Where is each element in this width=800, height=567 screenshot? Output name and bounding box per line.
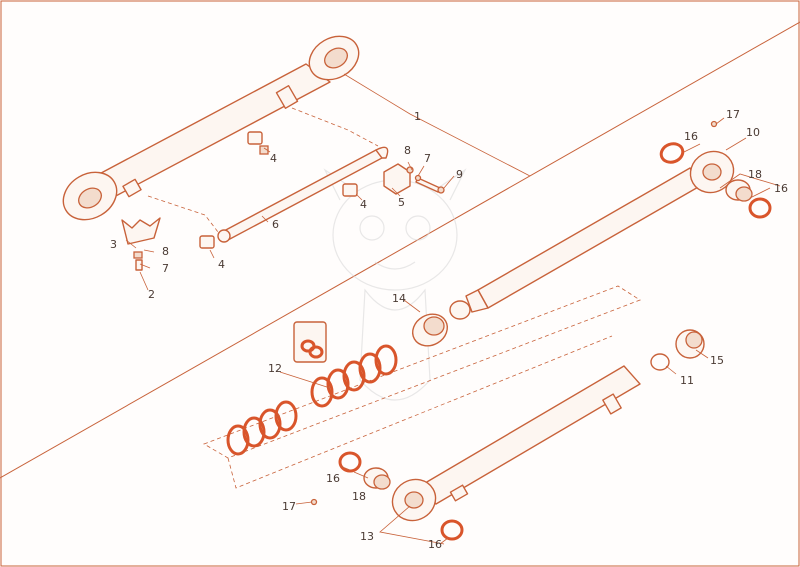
bushing-18-top xyxy=(725,179,753,202)
seal-ring-16-a xyxy=(659,142,685,164)
callout-16-b: 16 xyxy=(774,182,788,195)
callout-3: 3 xyxy=(110,238,117,251)
callout-4-b: 4 xyxy=(360,198,367,211)
callout-4-a: 4 xyxy=(270,152,277,165)
grease-nipple-17-top xyxy=(710,120,718,128)
callout-18-a: 18 xyxy=(748,168,762,181)
bushing-18-bottom xyxy=(363,467,391,490)
callout-8-a: 8 xyxy=(404,144,411,157)
lower-base-port xyxy=(449,484,469,502)
callout-16-c: 16 xyxy=(326,472,340,485)
callout-17-b: 17 xyxy=(282,500,296,513)
grease-nipple-17-bottom xyxy=(310,498,318,506)
seal-kit-bag xyxy=(293,321,327,363)
hydraulic-tube-6 xyxy=(217,146,389,243)
callout-5: 5 xyxy=(398,196,405,209)
upper-rod-port xyxy=(275,85,299,109)
rod-thread xyxy=(465,289,489,313)
section-divider xyxy=(0,21,800,479)
callout-8-b: 8 xyxy=(162,245,169,258)
upper-base-port xyxy=(122,178,142,198)
callout-1: 1 xyxy=(414,110,421,123)
callout-16-a: 16 xyxy=(684,130,698,143)
gland-15 xyxy=(675,329,705,359)
lower-cylinder-barrel xyxy=(419,365,641,505)
seal-ring-16-d xyxy=(440,519,464,541)
seal-group-outline xyxy=(203,285,641,459)
callout-7-b: 7 xyxy=(162,262,169,275)
callout-14: 14 xyxy=(392,292,406,305)
seal-ring-16-c xyxy=(338,451,362,473)
upper-cylinder-barrel xyxy=(87,63,331,199)
callout-6: 6 xyxy=(272,218,279,231)
fitting-4-c xyxy=(199,235,215,249)
seal-ring-16-b xyxy=(748,197,772,219)
callout-18-b: 18 xyxy=(352,490,366,503)
bolt-2 xyxy=(133,251,143,271)
callout-16-d: 16 xyxy=(428,538,442,551)
assembly-line-b xyxy=(147,195,219,233)
fitting-4-a xyxy=(247,131,269,155)
seal-group-outline-lower xyxy=(227,335,613,489)
fitting-4-b xyxy=(342,183,358,197)
washer-8-top xyxy=(406,166,414,174)
lower-cylinder-eye-bore xyxy=(404,491,424,509)
lower-cylinder-assembly xyxy=(391,365,641,522)
leader-lines xyxy=(125,73,781,545)
callout-17-a: 17 xyxy=(726,108,740,121)
clamp-bracket-3 xyxy=(121,217,161,245)
upper-rod-eye-bore xyxy=(324,47,348,69)
callout-4-c: 4 xyxy=(218,258,225,271)
callout-9: 9 xyxy=(456,168,463,181)
callout-11: 11 xyxy=(680,374,694,387)
washer-11 xyxy=(650,353,670,371)
rod-end-eye-bore xyxy=(702,163,722,181)
upper-cylinder-assembly xyxy=(62,35,360,221)
callout-12: 12 xyxy=(268,362,282,375)
washer-7-top xyxy=(414,174,422,182)
clamp-block-5 xyxy=(383,163,411,195)
piston-rod xyxy=(477,167,701,309)
callout-15: 15 xyxy=(710,354,724,367)
assembly-line-a xyxy=(291,107,379,147)
upper-base-eye-bore xyxy=(78,187,102,209)
callout-labels: 1 2 3 4 4 4 5 6 7 7 8 8 9 10 11 12 13 14… xyxy=(110,108,788,551)
lower-port xyxy=(602,393,622,415)
piston-14 xyxy=(412,300,471,347)
callout-2: 2 xyxy=(148,288,155,301)
callout-13: 13 xyxy=(360,530,374,543)
piston-rod-assembly xyxy=(465,150,735,313)
callout-7-a: 7 xyxy=(424,152,431,165)
callout-10: 10 xyxy=(746,126,760,139)
